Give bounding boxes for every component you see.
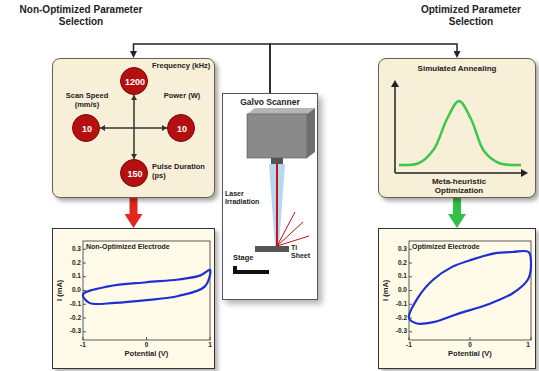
center-illustration [223,94,319,301]
tick-mark [210,337,211,340]
axis-arrowhead [521,169,528,177]
tick-mark [409,290,412,291]
tick-label: 0 [462,341,478,348]
tick-label: 0.2 [59,259,81,266]
parameter-circle: 10Power (W) [167,114,195,142]
box-title: Galvo Scanner [223,98,317,108]
scanner-top [247,108,315,114]
result-arrow [130,198,138,214]
tick-label: 0.3 [385,245,407,252]
tick-mark [83,304,86,305]
tick-label: -0.1 [59,300,81,307]
axis-line [395,172,523,174]
parameter-label: Power (W) [160,92,204,101]
cv-chart: Non-Optimized Electrode I (mA) 0.3 0.2 0.1 0.… [52,228,215,369]
tick-label: -0.2 [385,314,407,321]
parameter-label: Frequency (kHz) [152,62,212,71]
tick-mark [409,337,410,340]
axis-title: Potential (V) [112,350,182,359]
tick-mark [83,276,86,277]
tick-mark [409,276,412,277]
axis-arrowhead [131,95,137,100]
plot-frame [409,241,531,340]
chart-title: Optimized Electrode [412,243,530,251]
cv-curve [83,270,211,304]
chart-title: Non-Optimized Electrode [86,243,211,251]
ti-sheet [255,246,289,252]
part-label: Stage [233,254,267,263]
parameter-circle: 1200Frequency (kHz) [120,67,148,95]
tick-label: 0.3 [59,245,81,252]
axis-arrowhead [100,125,105,131]
tick-mark [83,337,84,340]
parameter-value: 150 [121,160,149,188]
tick-label: 0 [139,341,155,348]
result-arrow [453,198,461,214]
tick-mark [409,331,412,332]
cv-curve [409,251,531,324]
tick-mark [409,263,412,264]
tick-mark [470,337,471,340]
tick-label: 0.1 [385,272,407,279]
parameter-panel: 1200Frequency (kHz)10Scan Speed (mm/s)10… [52,58,215,198]
part-label: Ti Sheet [291,244,318,260]
tick-mark [83,249,86,250]
tick-mark [409,249,412,250]
parameter-circle: 10Scan Speed (mm/s) [72,114,100,142]
cv-chart: Optimized Electrode I (mA) 0.3 0.2 0.1 0.0 -0.… [378,228,536,369]
tick-label: 0.0 [385,286,407,293]
tick-label: -0.1 [385,300,407,307]
optimization-curve [399,101,521,165]
tick-mark [83,263,86,264]
part-label: Laser Irradiation [225,190,269,206]
laser-beam [276,164,278,246]
parameter-label: Scan Speed (mm/s) [57,92,117,109]
tick-mark [146,337,147,340]
tick-mark [83,318,86,319]
tick-label: 1 [202,341,218,348]
tick-label: 0.1 [59,272,81,279]
tick-label: -0.3 [385,327,407,334]
tick-mark [531,337,532,340]
parameter-value: 10 [73,115,101,143]
tick-label: -1 [75,341,91,348]
parameter-label: Pulse Duration (ps) [152,163,212,180]
tick-mark [83,290,86,291]
parameter-value: 10 [168,115,196,143]
tick-label: 0.0 [59,286,81,293]
parameter-circle: 150Pulse Duration (ps) [120,159,148,187]
tick-label: -0.2 [59,314,81,321]
panel-title: Optimized Parameter Selection [406,4,536,27]
tick-label: 1 [520,341,536,348]
tick-mark [83,331,86,332]
axis-arrowhead [391,80,399,87]
scanner-body [247,114,307,158]
axis-title: I (mA) [56,270,65,310]
tick-label: -1 [401,341,417,348]
stage-shape [233,266,269,274]
tick-mark [409,304,412,305]
axis-title: Potential (V) [435,350,505,359]
optimization-panel: Optimized Parameter SelectionSimulated A… [378,58,536,198]
method-name: Simulated Annealing [379,64,535,73]
axis-line [133,95,135,159]
laser-glow [269,164,285,246]
axis-line [394,85,396,173]
panel-title: Non-Optimized Parameter Selection [6,4,156,27]
axis-title: I (mA) [382,270,391,310]
tick-label: -0.3 [59,327,81,334]
axis-caption: Meta-heuristic Optimization [419,177,499,195]
axis-line [100,127,167,129]
tick-label: 0.2 [385,259,407,266]
setup-box: Galvo ScannerLaser Irradiation Ti SheetSt… [222,93,318,300]
plot-frame [83,241,210,340]
scanner-side [307,108,315,158]
parameter-value: 1200 [121,68,149,96]
scanner-lens [271,158,283,164]
